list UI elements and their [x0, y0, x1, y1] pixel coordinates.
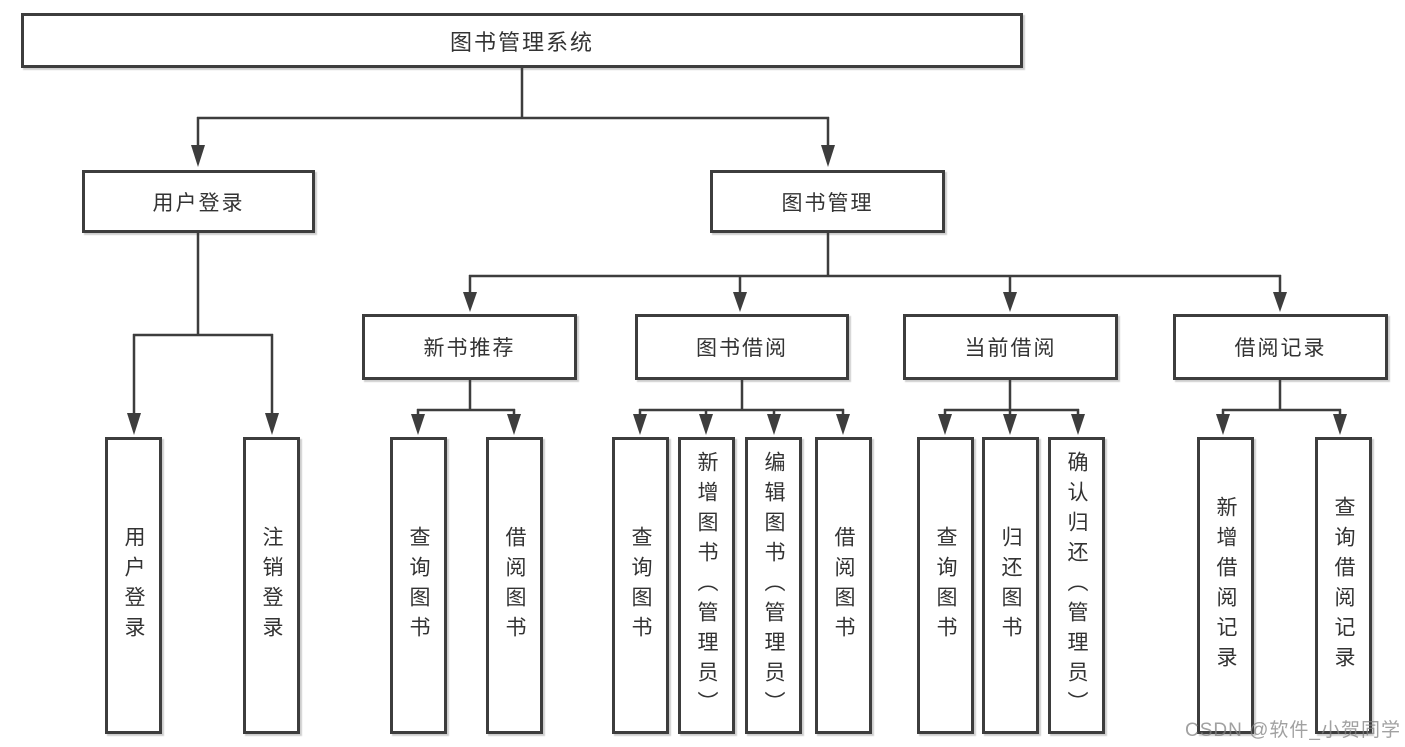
- node-label: 查询图书: [407, 525, 430, 646]
- node-label: 确认归还（管理员）: [1065, 450, 1088, 721]
- csdn-watermark: CSDN @软件_小贺同学: [1185, 720, 1401, 741]
- leaf-confirm-return-admin: 确认归还（管理员）: [1048, 437, 1105, 734]
- node-label: 当前借阅: [964, 337, 1057, 360]
- node-root-library-system: 图书管理系统: [21, 13, 1023, 68]
- node-label: 查询借阅记录: [1332, 495, 1355, 676]
- node-label: 借阅图书: [832, 525, 855, 646]
- node-current-borrow: 当前借阅: [903, 314, 1118, 380]
- node-label: 查询图书: [934, 525, 957, 646]
- leaf-query-borrow-record: 查询借阅记录: [1315, 437, 1372, 734]
- leaf-query-books-current: 查询图书: [917, 437, 974, 734]
- node-label: 归还图书: [999, 525, 1022, 646]
- node-label: 新增借阅记录: [1214, 495, 1237, 676]
- leaf-borrow-books: 借阅图书: [815, 437, 872, 734]
- node-new-book-recommend: 新书推荐: [362, 314, 577, 380]
- node-label: 注销登录: [260, 525, 283, 646]
- node-user-login: 用户登录: [82, 170, 315, 233]
- node-label: 图书管理: [781, 191, 874, 215]
- node-label: 借阅记录: [1234, 337, 1327, 360]
- node-borrow-records: 借阅记录: [1173, 314, 1388, 380]
- leaf-user-login: 用户登录: [105, 437, 162, 734]
- node-label: 新书推荐: [423, 337, 516, 360]
- leaf-query-books-recommend: 查询图书: [390, 437, 447, 734]
- leaf-edit-books-admin: 编辑图书（管理员）: [745, 437, 802, 734]
- leaf-return-books: 归还图书: [982, 437, 1039, 734]
- node-label: 用户登录: [152, 191, 245, 215]
- leaf-add-borrow-record: 新增借阅记录: [1197, 437, 1254, 734]
- leaf-logout: 注销登录: [243, 437, 300, 734]
- node-label: 用户登录: [122, 525, 145, 646]
- leaf-add-books-admin: 新增图书（管理员）: [678, 437, 735, 734]
- node-label: 编辑图书（管理员）: [762, 450, 785, 721]
- node-label: 查询图书: [629, 525, 652, 646]
- node-book-borrow: 图书借阅: [635, 314, 849, 380]
- node-label: 借阅图书: [503, 525, 526, 646]
- node-label: 图书借阅: [696, 337, 788, 360]
- node-label: 图书管理系统: [449, 29, 594, 55]
- node-book-management: 图书管理: [710, 170, 945, 233]
- leaf-borrow-books-recommend: 借阅图书: [486, 437, 543, 734]
- node-label: 新增图书（管理员）: [695, 450, 718, 721]
- leaf-query-books-borrow: 查询图书: [612, 437, 669, 734]
